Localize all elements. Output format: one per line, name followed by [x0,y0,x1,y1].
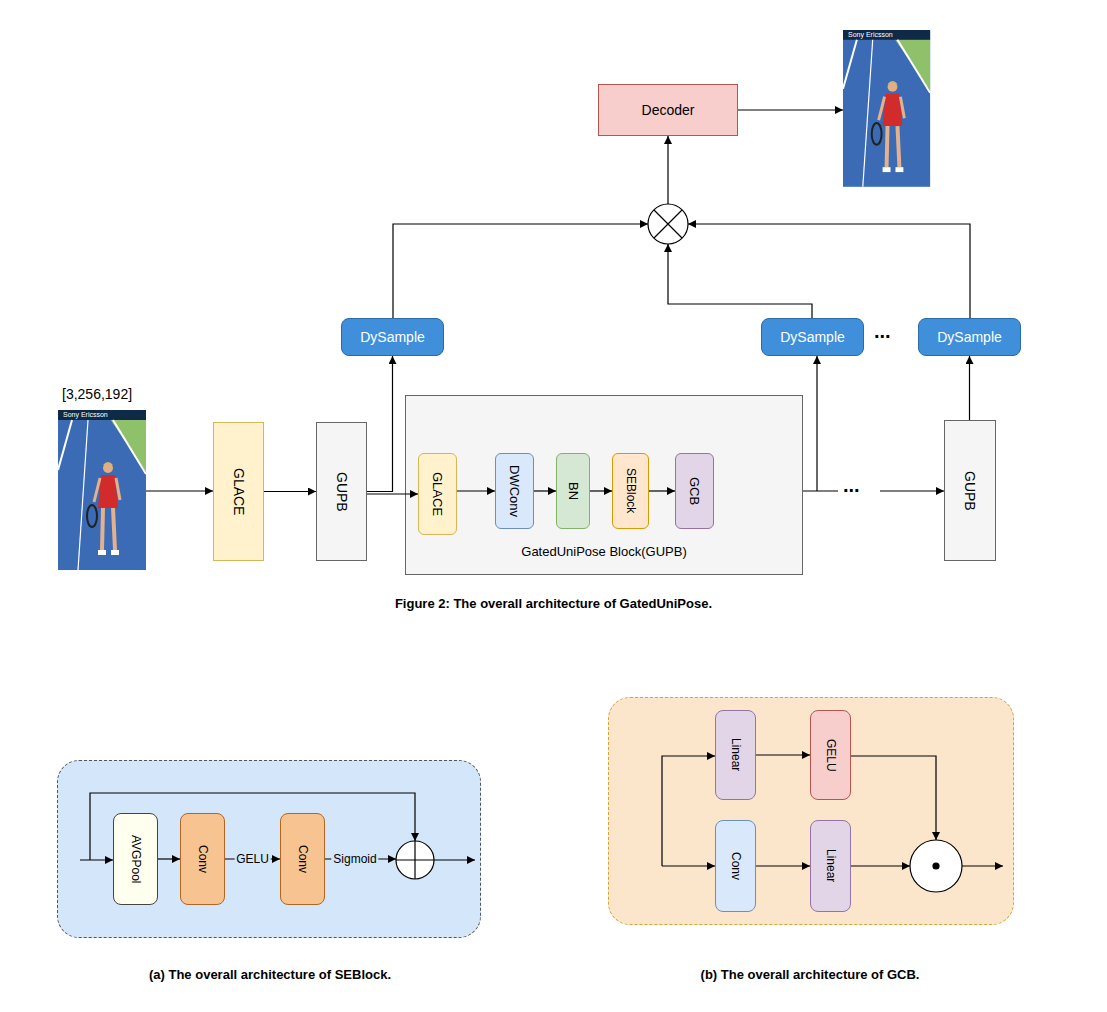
node-text: GLACE [430,472,445,516]
subfigure-panel: (b) The overall architecture of GCB.Line… [608,697,1014,925]
text-label: ... [874,320,891,343]
node-text: DWConv [507,465,522,517]
branch-arrow [816,356,817,491]
node-text: Decoder [642,102,695,118]
layer-box: GCB [675,453,714,529]
figure-caption: Figure 2: The overall architecture of Ga… [0,596,1107,611]
layer-box: DWConv [495,453,534,529]
fusion-arrow [667,136,668,204]
node-text: GLACE [231,468,247,515]
output-arrow [738,109,843,110]
module-box: GLACE [213,422,264,561]
edge-label: GELU [234,852,271,866]
node-text: Conv [196,845,210,873]
input-image [58,410,146,570]
block-box: GUPB [944,420,996,561]
node-text: GUPB [334,472,350,512]
layer-box: Conv [280,813,325,905]
node-text: DySample [780,329,845,345]
node-text: Conv [729,852,743,880]
text-label: [3,256,192] [62,386,132,402]
multiply-symbol [648,204,688,244]
decoder-box: Decoder [598,84,738,136]
layer-box: AVGPool [113,813,158,905]
node-text: (a) The overall architecture of SEBlock. [0,967,570,982]
upsample-box: DySample [918,318,1021,356]
node-text: (b) The overall architecture of GCB. [510,967,1107,982]
node-text: DySample [937,329,1002,345]
text-label: Sigmoid [331,852,378,866]
multiply-symbol [654,210,682,238]
node-text: SEBlock [624,468,638,513]
output-image [843,30,930,187]
node-text: GCB [687,477,702,505]
node-text: DySample [360,329,425,345]
group-box: GatedUniPose Block(GUPB) GLACE DWConv BN SEB… [405,395,803,575]
text-label: Sony Ericsson [63,411,108,418]
node-text: BN [566,482,581,500]
fusion-arrow [393,224,648,318]
connector-arrow [367,356,393,492]
node-text: GELU [824,739,838,772]
layer-box: Conv [180,813,225,905]
layer-box: SEBlock [612,453,649,529]
node-text: AVGPool [129,835,143,883]
input-arrow [146,490,213,491]
flow-arrow [880,490,944,491]
layer-box: Linear [810,820,851,912]
module-box: GLACE [418,453,457,535]
fusion-arrow [688,224,970,318]
layer-box: GELU [810,710,851,800]
node-text: GUPB [962,471,978,511]
node-text: Conv [296,845,310,873]
text-label: Sony Ericsson [848,31,893,38]
layer-box: BN [556,453,590,529]
connector-arrow [264,491,316,492]
layer-box: Linear [715,710,756,800]
fusion-arrow [668,244,812,318]
node-text: Linear [824,849,838,882]
block-box: GUPB [316,422,367,561]
node-text: GatedUniPose Block(GUPB) [406,544,802,559]
node-text: Linear [729,738,743,771]
upsample-box: DySample [761,318,864,356]
connector-arrow [969,356,970,420]
text-label: ... [843,474,860,497]
upsample-box: DySample [341,318,444,356]
subfigure-panel: (a) The overall architecture of SEBlock.… [57,760,481,938]
layer-box: Conv [715,820,756,912]
